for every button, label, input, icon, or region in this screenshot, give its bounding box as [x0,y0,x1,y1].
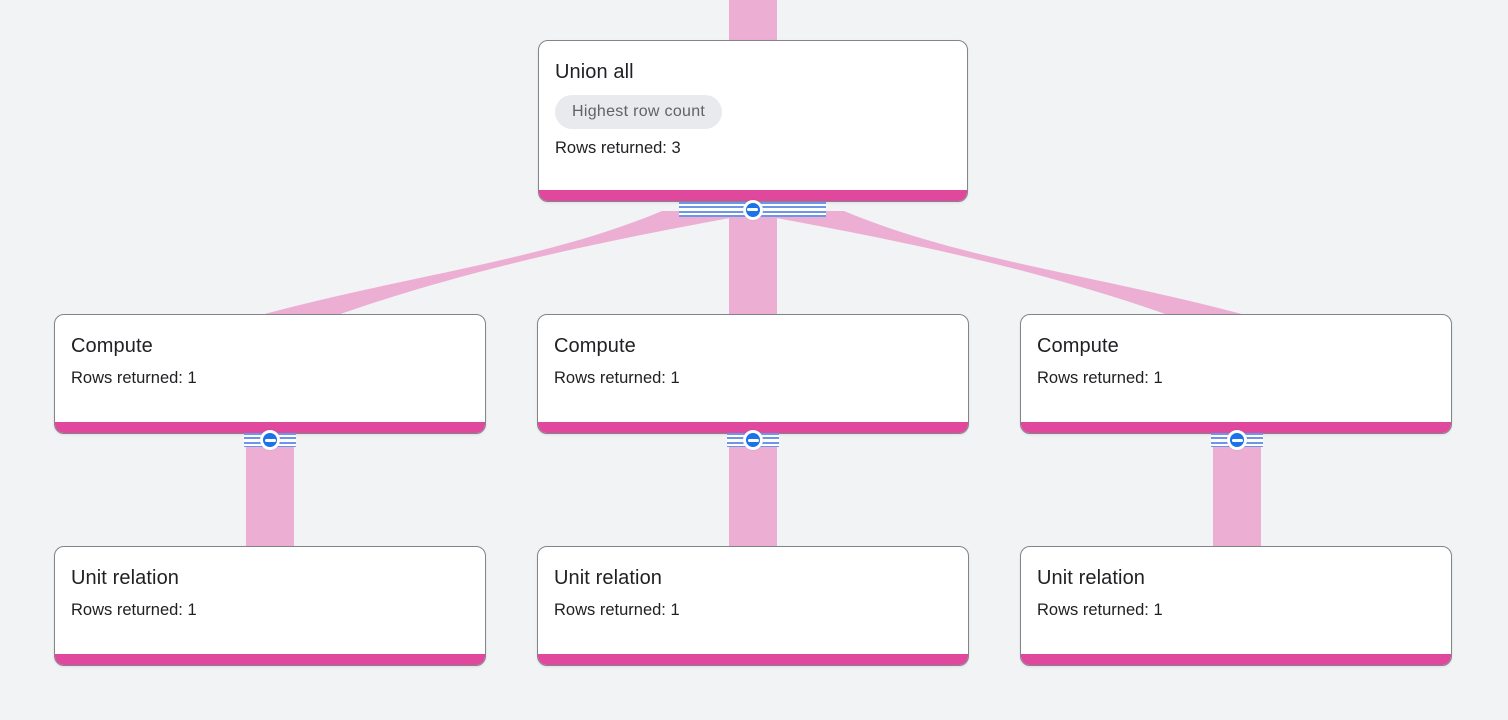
edge-top-to-union-all [729,0,777,44]
node-rows-returned: Rows returned: 1 [554,601,680,619]
node-rows-returned: Rows returned: 3 [555,139,681,157]
node-unit-relation-right[interactable]: Unit relation Rows returned: 1 [1020,546,1452,666]
collapse-handle-union-all [679,199,826,220]
minus-icon [264,438,276,442]
collapse-button[interactable] [743,430,763,450]
node-rows-returned: Rows returned: 1 [1037,369,1163,387]
edge-union-to-compute-right [776,211,1260,331]
node-rows-returned: Rows returned: 1 [71,369,197,387]
node-accent-bar [538,422,968,433]
node-compute-middle[interactable]: Compute Rows returned: 1 [537,314,969,434]
node-title: Compute [71,335,153,357]
edge-compute-right-to-unit-right [1213,444,1261,548]
node-title: Unit relation [1037,567,1146,589]
collapse-handle-compute-middle [727,430,779,450]
node-accent-bar [1021,422,1451,433]
node-title: Unit relation [554,567,663,589]
highest-row-count-badge: Highest row count [555,95,723,129]
node-unit-relation-left[interactable]: Unit relation Rows returned: 1 [54,546,486,666]
node-accent-bar [539,190,967,201]
node-accent-bar [538,654,968,665]
edge-union-to-compute-left [246,211,730,331]
node-accent-bar [1021,654,1451,665]
edge-compute-left-to-unit-left [246,444,294,548]
node-unit-relation-middle[interactable]: Unit relation Rows returned: 1 [537,546,969,666]
node-title: Union all [555,61,634,83]
collapse-button[interactable] [260,430,280,450]
node-compute-right[interactable]: Compute Rows returned: 1 [1020,314,1452,434]
node-rows-returned: Rows returned: 1 [71,601,197,619]
node-title: Compute [554,335,636,357]
node-accent-bar [55,422,485,433]
collapse-handle-compute-right [1211,430,1263,450]
node-title: Compute [1037,335,1119,357]
node-title: Unit relation [71,567,180,589]
node-union-all[interactable]: Union all Highest row count Rows returne… [538,40,968,202]
node-rows-returned: Rows returned: 1 [1037,601,1163,619]
edge-union-to-compute-middle [729,210,777,318]
node-accent-bar [55,654,485,665]
minus-icon [747,438,759,442]
node-rows-returned: Rows returned: 1 [554,369,680,387]
node-compute-left[interactable]: Compute Rows returned: 1 [54,314,486,434]
collapse-handle-compute-left [244,430,296,450]
collapse-button[interactable] [1227,430,1247,450]
edge-compute-middle-to-unit-middle [729,444,777,548]
minus-icon [1231,438,1243,442]
collapse-button[interactable] [742,199,763,220]
minus-icon [747,208,758,211]
